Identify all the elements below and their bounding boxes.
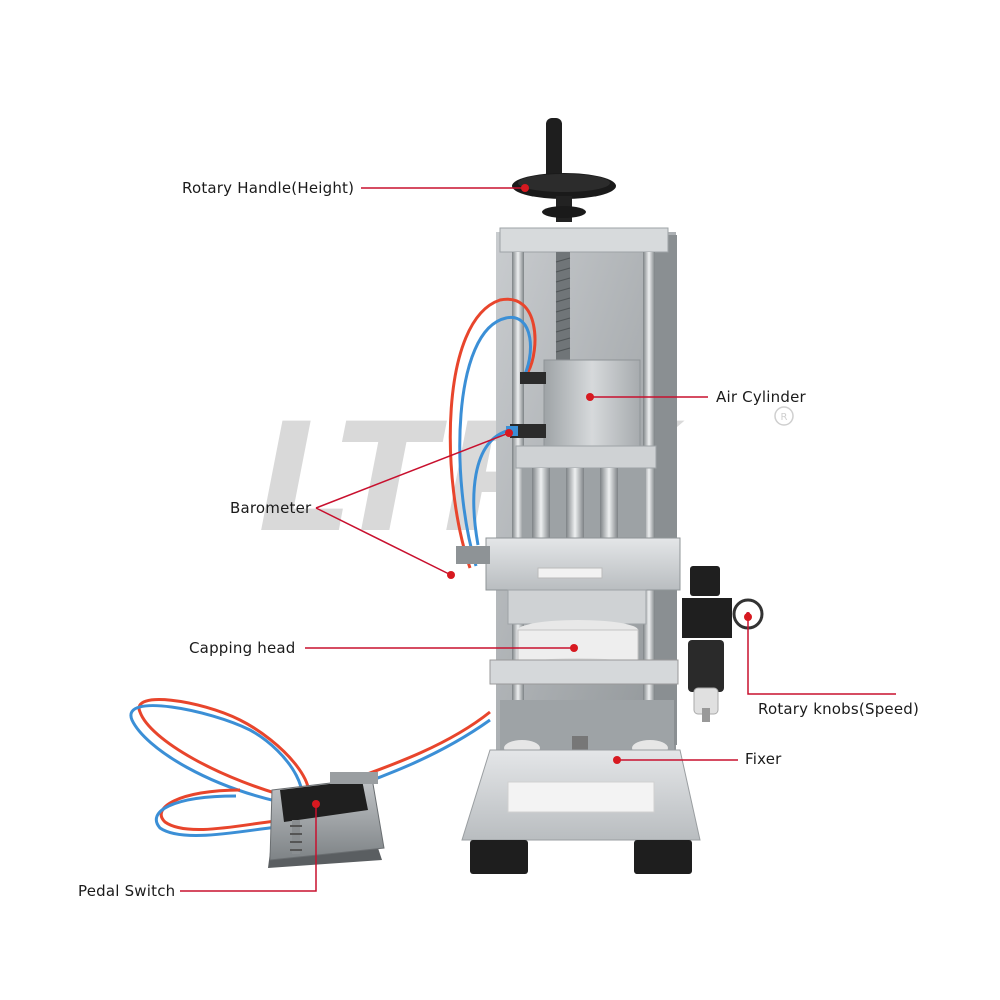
callout-dot-pedal-switch: [312, 800, 320, 808]
side-panel: [655, 235, 677, 745]
air-tubes: [129, 297, 537, 837]
registered-mark-circle: [774, 406, 794, 426]
label-capping-head: Capping head: [189, 639, 296, 657]
capping-head: [489, 589, 679, 685]
callout-line-barometer-upper: [315, 432, 510, 509]
mid-plate: [485, 537, 681, 591]
callout-dot-rotary-handle: [521, 184, 529, 192]
label-pedal-switch: Pedal Switch: [78, 882, 176, 900]
callout-dot-fixer: [613, 756, 621, 764]
rotary-handle: [512, 118, 616, 222]
machine-base: [461, 700, 701, 874]
callout-line-pedal-switch: [180, 804, 317, 892]
callout-dot-air-cylinder: [586, 393, 594, 401]
callout-dots: [312, 184, 752, 808]
handle-grip: [546, 118, 562, 180]
cylinder-body: [543, 359, 641, 453]
callout-dot-rotary-knobs: [744, 613, 752, 621]
label-barometer: Barometer: [230, 499, 312, 517]
callout-dot-barometer-upper: [505, 429, 513, 437]
callout-dot-barometer-lower: [447, 571, 455, 579]
callout-line-barometer-lower: [315, 507, 452, 576]
label-rotary-knobs: Rotary knobs(Speed): [758, 700, 920, 718]
carriage: [456, 445, 681, 591]
top-cap: [499, 227, 669, 253]
pressure-regulator: [682, 566, 764, 722]
callout-line-rotary-knobs: [747, 618, 896, 695]
callouts: [180, 187, 896, 892]
registered-mark: R: [781, 412, 788, 423]
lead-screw: [556, 252, 570, 372]
guide-rod-right: [643, 252, 655, 752]
callout-dot-capping-head: [570, 644, 578, 652]
label-rotary-handle: Rotary Handle(Height): [182, 179, 355, 197]
pedal-switch: [268, 772, 385, 868]
air-cylinder: [506, 359, 641, 453]
label-air-cylinder: Air Cylinder: [716, 388, 806, 406]
label-fixer: Fixer: [745, 750, 782, 768]
